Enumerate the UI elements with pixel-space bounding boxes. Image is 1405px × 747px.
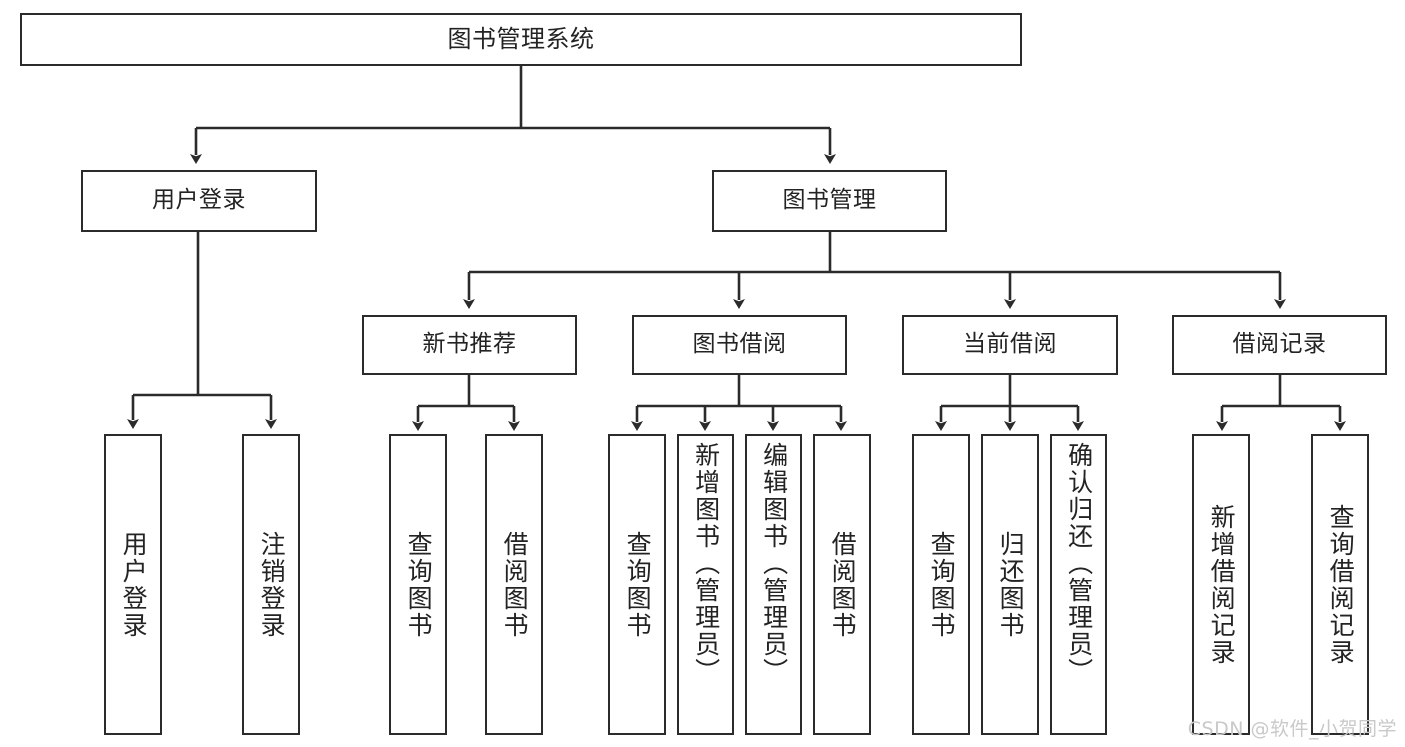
leaf-add-book-admin[interactable]: 新增图书（管理员） xyxy=(677,434,734,735)
leaf-add-borrow-record-label: 新增借阅记录 xyxy=(1207,503,1237,666)
node-current-borrow[interactable]: 当前借阅 xyxy=(902,315,1118,375)
node-user-login-label: 用户登录 xyxy=(152,187,246,214)
leaf-user-login[interactable]: 用户登录 xyxy=(104,434,162,735)
leaf-query-book-1[interactable]: 查询图书 xyxy=(389,434,447,735)
leaf-borrow-book-1-label: 借阅图书 xyxy=(500,530,530,639)
leaf-logout-login[interactable]: 注销登录 xyxy=(242,434,300,735)
node-book-manage-label: 图书管理 xyxy=(782,187,877,214)
leaf-borrow-book-1[interactable]: 借阅图书 xyxy=(485,434,543,735)
leaf-query-book-3-label: 查询图书 xyxy=(927,530,957,639)
leaf-query-borrow-record[interactable]: 查询借阅记录 xyxy=(1311,434,1369,735)
leaf-query-book-2[interactable]: 查询图书 xyxy=(608,434,666,735)
node-root-label: 图书管理系统 xyxy=(447,25,595,54)
leaf-query-book-1-label: 查询图书 xyxy=(404,530,434,639)
leaf-return-book-label: 归还图书 xyxy=(996,530,1026,639)
leaf-confirm-return-admin[interactable]: 确认归还（管理员） xyxy=(1050,434,1107,735)
leaf-add-borrow-record[interactable]: 新增借阅记录 xyxy=(1192,434,1250,735)
csdn-watermark: CSDN @软件_小贺同学 xyxy=(1187,718,1397,740)
leaf-return-book[interactable]: 归还图书 xyxy=(981,434,1039,735)
node-root-system[interactable]: 图书管理系统 xyxy=(20,13,1022,66)
leaf-edit-book-admin[interactable]: 编辑图书（管理员） xyxy=(745,434,802,735)
node-book-manage[interactable]: 图书管理 xyxy=(712,170,947,232)
node-new-book-recommend[interactable]: 新书推荐 xyxy=(362,315,577,375)
leaf-borrow-book-2[interactable]: 借阅图书 xyxy=(813,434,871,735)
leaf-edit-book-admin-label: 编辑图书（管理员） xyxy=(759,442,789,685)
leaf-query-book-3[interactable]: 查询图书 xyxy=(912,434,970,735)
node-new-book-recommend-label: 新书推荐 xyxy=(422,331,517,358)
leaf-confirm-return-admin-label: 确认归还（管理员） xyxy=(1064,442,1094,685)
leaf-logout-login-label: 注销登录 xyxy=(257,530,287,639)
leaf-query-book-2-label: 查询图书 xyxy=(623,530,653,639)
node-current-borrow-label: 当前借阅 xyxy=(963,331,1057,358)
node-user-login[interactable]: 用户登录 xyxy=(81,170,317,232)
node-book-borrow-label: 图书借阅 xyxy=(692,331,787,358)
node-book-borrow[interactable]: 图书借阅 xyxy=(632,315,847,375)
node-borrow-record[interactable]: 借阅记录 xyxy=(1172,315,1387,375)
leaf-user-login-label: 用户登录 xyxy=(119,530,149,639)
leaf-query-borrow-record-label: 查询借阅记录 xyxy=(1326,503,1356,666)
node-borrow-record-label: 借阅记录 xyxy=(1232,331,1327,358)
leaf-borrow-book-2-label: 借阅图书 xyxy=(828,530,858,639)
leaf-add-book-admin-label: 新增图书（管理员） xyxy=(691,442,721,685)
